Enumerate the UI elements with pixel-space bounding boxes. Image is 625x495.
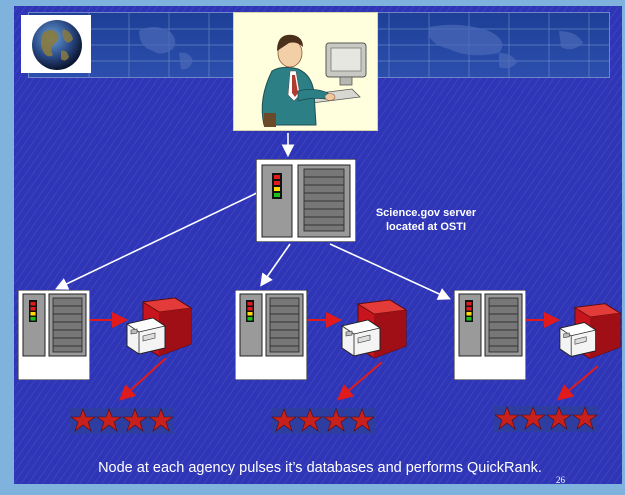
star-icon [323,408,349,432]
server-tower-icon [17,289,91,381]
star-icon [148,408,174,432]
star-icon [271,408,297,432]
white-arrows [55,133,451,300]
server-tower-icon [453,289,527,381]
star-icon [122,408,148,432]
slide-caption: Node at each agency pulses it’s database… [98,460,542,476]
filing-cabinet-icon [126,297,193,357]
arrow-server-to-dod [329,243,451,300]
nih-node-label: NIH Grid Node [26,366,82,375]
star-icon [349,408,375,432]
red-arrows [90,312,599,401]
star-icon [520,406,546,430]
server-tower-icon [255,158,357,243]
arrow-server-to-doe [260,243,291,287]
doe-node-label: DOE Grid Node [241,366,301,375]
star-rating-row [271,408,375,434]
star-rating-row [494,406,598,432]
dod-ranked-results [494,404,598,439]
slide-number: 26 [556,475,565,485]
star-icon [297,408,323,432]
dod-database [558,300,622,369]
nih-grid-node [17,289,91,385]
star-icon [546,406,572,430]
filing-cabinet-icon [558,303,622,359]
server-label: Science.gov server located at OSTI [375,207,477,233]
star-icon [70,408,96,432]
arrow-dod-db-to-results [556,365,599,401]
star-rating-row [70,408,174,434]
doe-ranked-results [271,406,375,441]
dod-node-label: DOD Grid Node [460,366,520,375]
nih-database [125,296,193,365]
user-at-computer-clipart [261,34,367,127]
arrow-server-to-nih [55,189,264,290]
arrow-doe-db-to-results [336,361,383,401]
osti-server [255,158,357,247]
nih-ranked-results [70,406,174,441]
server-tower-icon [234,289,308,381]
arrow-nih-db-to-results [119,357,167,401]
doe-database [340,298,408,367]
user-clipart-box [233,12,378,131]
globe-box [21,15,91,73]
globe-icon [32,20,82,70]
star-icon [96,408,122,432]
star-icon [494,406,520,430]
doe-grid-node [234,289,308,385]
dod-grid-node [453,289,527,385]
star-icon [572,406,598,430]
filing-cabinet-icon [341,299,408,359]
